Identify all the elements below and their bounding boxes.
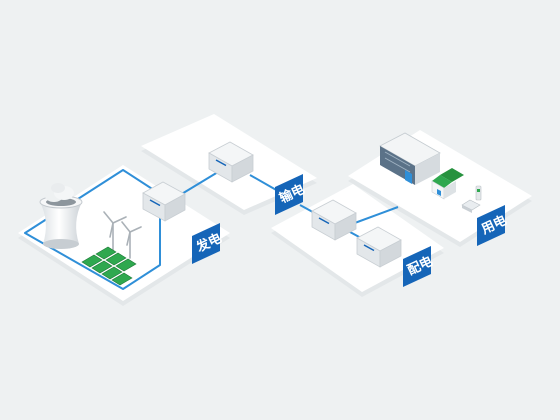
distribution-cabinet-icon-1 bbox=[311, 199, 357, 241]
house-icon bbox=[431, 168, 464, 200]
solar-panel-icon bbox=[81, 246, 137, 286]
generation-zone-outline bbox=[24, 169, 161, 290]
stage-label-transmission: 输电 bbox=[275, 174, 307, 215]
distribution-cabinet-icon-2 bbox=[356, 226, 402, 268]
generation-cabinet-icon bbox=[142, 181, 186, 222]
ev-charger-icon bbox=[461, 185, 482, 213]
wind-turbine-icon bbox=[103, 211, 142, 259]
stage-label-distribution: 配电 bbox=[403, 246, 435, 287]
factory-icon bbox=[379, 132, 441, 185]
cooling-tower-icon bbox=[39, 183, 83, 249]
line-distribution-consumption bbox=[351, 206, 399, 225]
line-generation-transmission bbox=[179, 171, 219, 196]
transmission-cabinet-icon bbox=[208, 141, 254, 183]
